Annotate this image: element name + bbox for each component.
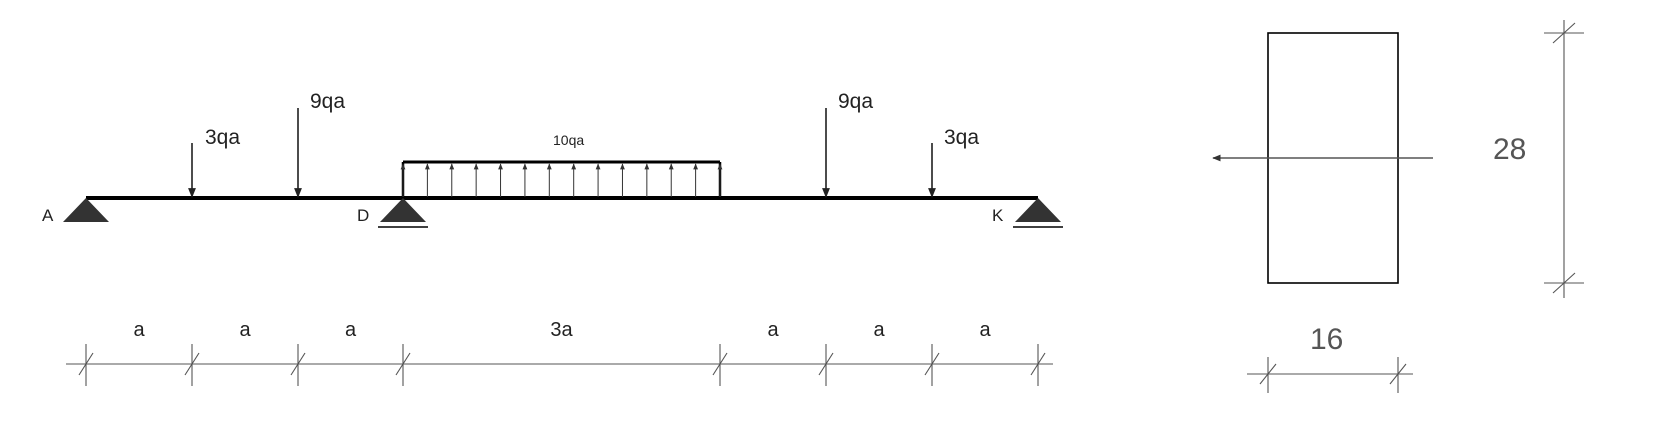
span-label: a xyxy=(239,319,251,341)
span-label: a xyxy=(767,319,779,341)
distributed-load-label: 10qa xyxy=(553,132,584,148)
distributed-load-arrows xyxy=(400,163,723,197)
load-label-2: 9qa xyxy=(310,90,345,113)
point-label-k: K xyxy=(992,206,1004,225)
height-dimension-line xyxy=(1544,20,1584,298)
span-label: a xyxy=(133,319,145,341)
span-tick-slash xyxy=(184,352,200,376)
width-dimension-line xyxy=(1247,357,1413,393)
span-tick-slash xyxy=(395,352,411,376)
span-tick-slash xyxy=(712,352,728,376)
span-label: a xyxy=(873,319,885,341)
support-a xyxy=(63,198,109,222)
section-height-label: 28 xyxy=(1493,133,1526,166)
load-label-4: 3qa xyxy=(944,126,979,149)
span-labels: a a a 3a a a a xyxy=(133,319,991,341)
load-label-3: 9qa xyxy=(838,90,873,113)
point-label-a: A xyxy=(42,206,54,225)
span-tick-slash xyxy=(78,352,94,376)
point-label-d: D xyxy=(357,206,369,225)
section-width-label: 16 xyxy=(1310,323,1343,356)
span-label: 3a xyxy=(550,319,573,341)
span-tick-slash xyxy=(818,352,834,376)
distributed-load xyxy=(400,160,723,198)
span-tick-slash xyxy=(1030,352,1046,376)
load-label-1: 3qa xyxy=(205,126,240,149)
span-dimension-line xyxy=(66,344,1053,386)
span-tick-slash xyxy=(290,352,306,376)
support-d xyxy=(378,198,428,228)
span-tick-slash xyxy=(924,352,940,376)
support-k xyxy=(1013,198,1063,228)
span-label: a xyxy=(345,319,357,341)
span-label: a xyxy=(979,319,991,341)
